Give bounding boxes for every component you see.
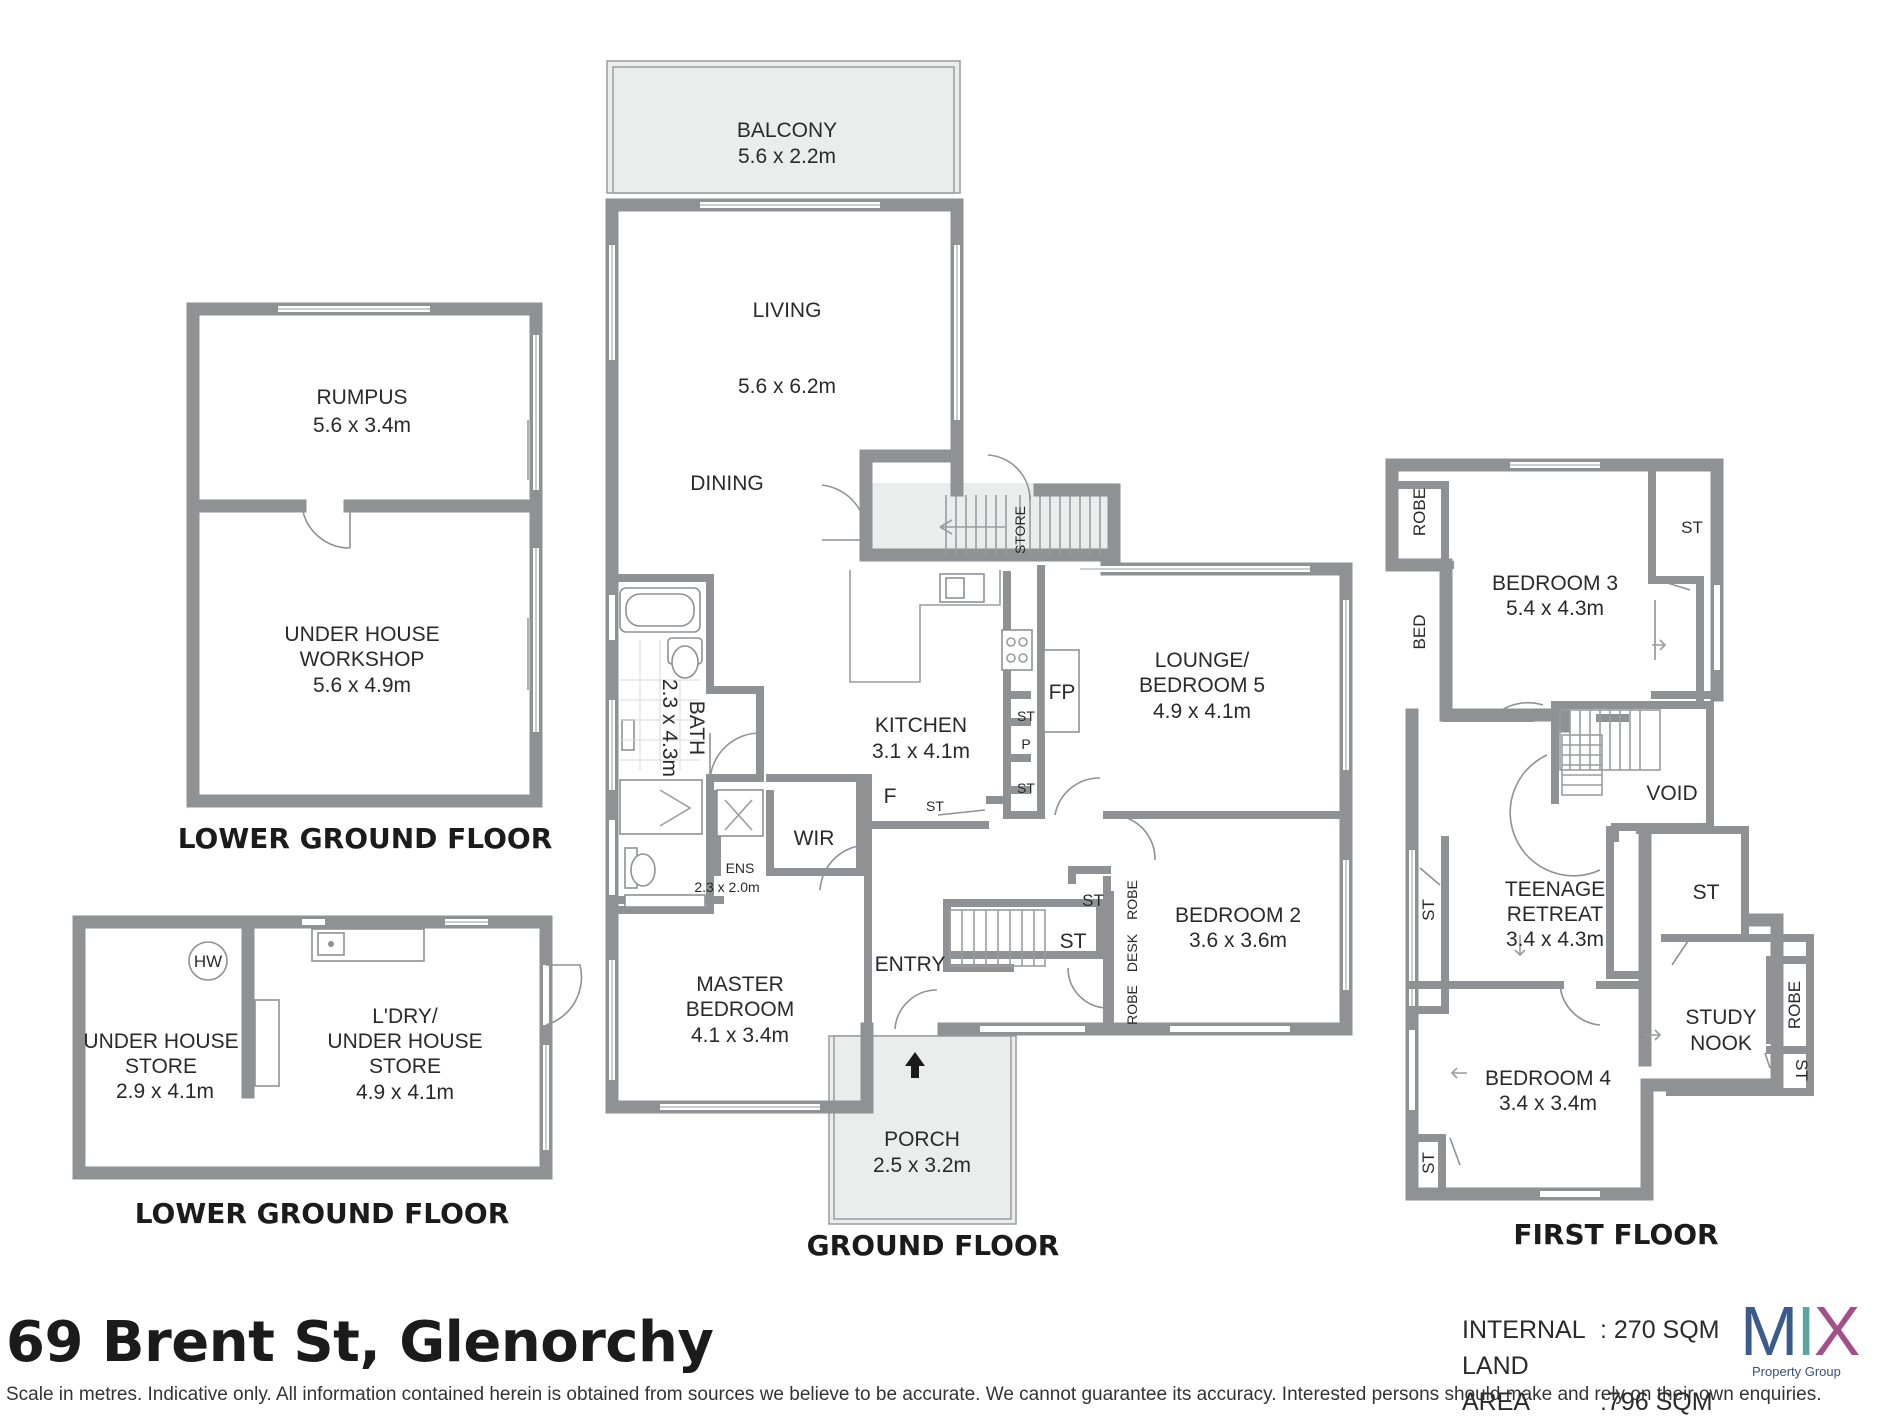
kitchen-st-label: ST (926, 798, 944, 814)
teenage-name-1: TEENAGE (1505, 878, 1605, 901)
bedroom2-size: 3.6 x 3.6m (1189, 929, 1287, 952)
area-stats: INTERNAL : 270 SQM LAND AREA :796 SQM (1462, 1312, 1720, 1420)
teenage-name-2: RETREAT (1507, 903, 1604, 926)
dining-label: DINING (690, 472, 764, 495)
workshop-size: 5.6 x 4.9m (313, 674, 411, 697)
ens-size: 2.3 x 2.0m (694, 879, 759, 895)
bedroom4-name: BEDROOM 4 (1485, 1067, 1611, 1090)
first-st-label-2: ST (1693, 881, 1720, 904)
uh-store-size: 2.9 x 4.1m (116, 1080, 214, 1103)
store-label: STORE (1012, 506, 1028, 554)
pantry-p-label: P (1021, 736, 1030, 752)
internal-area-label: INTERNAL (1462, 1316, 1586, 1344)
first-st-label-3: ST (1792, 1059, 1811, 1081)
bedroom3-name: BEDROOM 3 (1492, 572, 1618, 595)
fridge-label: F (884, 785, 897, 808)
bed-label: BED (1410, 615, 1429, 650)
desk-label: DESK (1124, 933, 1140, 972)
first-floor-title: FIRST FLOOR (1513, 1218, 1718, 1251)
pantry-st-label-1: ST (1017, 708, 1035, 724)
brand-logo: MIX Property Group (1740, 1292, 1888, 1379)
study-name-1: STUDY (1685, 1006, 1756, 1029)
workshop-name-2: WORKSHOP (300, 648, 425, 671)
robe-label-b3: ROBE (1410, 488, 1429, 536)
uh-store-name-2: STORE (125, 1055, 197, 1078)
entry-st-label-1: ST (1082, 891, 1104, 910)
first-floor-plan (1385, 458, 1814, 1201)
brand-letter-m: M (1740, 1292, 1798, 1370)
lounge-size: 4.9 x 4.1m (1153, 700, 1251, 723)
brand-wordmark: MIX (1740, 1292, 1888, 1370)
brand-letter-i: I (1796, 1292, 1816, 1370)
bedroom3-size: 5.4 x 4.3m (1506, 597, 1604, 620)
brand-subtitle: Property Group (1752, 1364, 1841, 1379)
study-name-2: NOOK (1690, 1032, 1752, 1055)
pantry-st-label-2: ST (1017, 780, 1035, 796)
living-size: 5.6 x 6.2m (738, 375, 836, 398)
entry-st-label-2: ST (1060, 930, 1087, 953)
living-name: LIVING (753, 299, 822, 322)
fp-label: FP (1049, 681, 1076, 704)
balcony-size: 5.6 x 2.2m (738, 145, 836, 168)
void-label: VOID (1646, 782, 1697, 805)
internal-area-value: : 270 SQM (1600, 1316, 1720, 1344)
hw-label: HW (194, 952, 222, 971)
laundry-name-2: UNDER HOUSE (327, 1030, 482, 1053)
disclaimer-text: Scale in metres. Indicative only. All in… (6, 1384, 1822, 1405)
property-address: 69 Brent St, Glenorchy (6, 1310, 714, 1375)
robe-label-study: ROBE (1785, 981, 1804, 1029)
ens-name: ENS (726, 860, 755, 876)
rumpus-size: 5.6 x 3.4m (313, 414, 411, 437)
entry-label: ENTRY (875, 953, 946, 976)
bedroom2-name: BEDROOM 2 (1175, 904, 1301, 927)
laundry-name-3: STORE (369, 1055, 441, 1078)
laundry-size: 4.9 x 4.1m (356, 1081, 454, 1104)
bedroom4-size: 3.4 x 3.4m (1499, 1092, 1597, 1115)
rumpus-name: RUMPUS (316, 386, 407, 409)
robe-label-b2b: ROBE (1124, 985, 1140, 1025)
kitchen-name: KITCHEN (875, 714, 967, 737)
ground-floor-plan (605, 60, 1353, 1225)
lower-ground-floor-lower-plan (72, 915, 583, 1180)
lower-ground-floor-title-b: LOWER GROUND FLOOR (135, 1197, 510, 1230)
first-st-label-4: ST (1419, 1152, 1438, 1174)
laundry-name-1: L'DRY/ (372, 1005, 438, 1028)
brand-letter-x: X (1813, 1292, 1861, 1370)
robe-label-b2a: ROBE (1124, 880, 1140, 920)
porch-size: 2.5 x 3.2m (873, 1154, 971, 1177)
workshop-name-1: UNDER HOUSE (284, 623, 439, 646)
land-area-label: LAND AREA (1462, 1352, 1531, 1416)
porch-name: PORCH (884, 1128, 960, 1151)
lounge-name-1: LOUNGE/ (1155, 649, 1250, 672)
master-name-1: MASTER (696, 973, 784, 996)
ground-floor-title: GROUND FLOOR (807, 1229, 1060, 1262)
uh-store-name-1: UNDER HOUSE (83, 1030, 238, 1053)
balcony-name: BALCONY (737, 119, 837, 142)
wir-label: WIR (794, 827, 835, 850)
bedroom3-st-label: ST (1681, 518, 1703, 537)
lounge-name-2: BEDROOM 5 (1139, 674, 1265, 697)
first-st-label-1: ST (1419, 899, 1438, 921)
land-area-value: :796 SQM (1600, 1388, 1713, 1416)
kitchen-size: 3.1 x 4.1m (872, 740, 970, 763)
teenage-size: 3.4 x 4.3m (1506, 928, 1604, 951)
lower-ground-floor-upper-plan (186, 302, 543, 808)
bath-size: 2.3 x 4.3m (658, 679, 681, 777)
master-name-2: BEDROOM (686, 998, 795, 1021)
lower-ground-floor-title-a: LOWER GROUND FLOOR (178, 822, 553, 855)
internal-area-row: INTERNAL : 270 SQM (1462, 1312, 1720, 1348)
master-size: 4.1 x 3.4m (691, 1024, 789, 1047)
land-area-row: LAND AREA :796 SQM (1462, 1348, 1720, 1420)
bath-name: BATH (685, 701, 708, 755)
